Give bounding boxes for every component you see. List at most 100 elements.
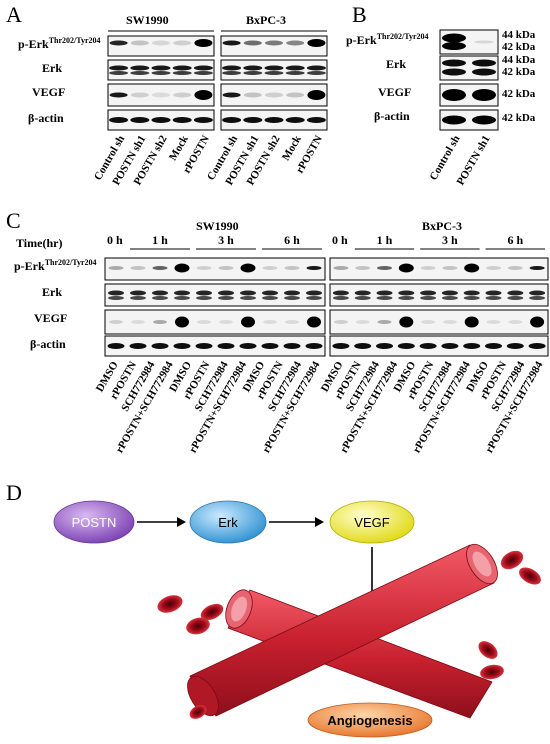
- bactin-band: [283, 343, 301, 349]
- perk-band: [507, 266, 523, 270]
- panel-c-blots: [104, 257, 549, 357]
- erk-band: [174, 296, 190, 300]
- perk-band: [284, 266, 300, 270]
- vegf-band: [197, 320, 211, 324]
- erk-band: [243, 71, 263, 75]
- erk-band: [463, 290, 480, 296]
- bactin-band: [151, 117, 171, 123]
- perk-band: [130, 266, 146, 270]
- panel-a-blot-vegf-group1: [107, 83, 215, 107]
- panel-b-blot-bactin: [439, 109, 499, 131]
- panel-b-size-perk-44: 44 kDa: [502, 29, 536, 41]
- panel-b-size-vegf: 42 kDa: [502, 88, 536, 100]
- erk-band: [472, 59, 496, 67]
- panel-a-cellline-bxpc3: BxPC-3: [246, 13, 286, 27]
- erk-band: [354, 296, 371, 300]
- bactin-band: [397, 343, 415, 349]
- bactin-band: [239, 343, 257, 349]
- perk-band: [265, 40, 283, 46]
- perk-band: [420, 266, 436, 270]
- erk-band: [193, 71, 213, 75]
- vegf-band: [265, 92, 283, 98]
- panel-a-cellline-sw1990: SW1990: [126, 13, 169, 27]
- bactin-band: [195, 343, 213, 349]
- perk-band: [307, 39, 326, 47]
- panel-b-size-erk-42: 42 kDa: [502, 66, 536, 78]
- bactin-band: [264, 117, 284, 123]
- vegf-band: [307, 90, 326, 100]
- erk-band: [306, 71, 326, 75]
- perk-band: [218, 266, 234, 270]
- vessel-tube-back: [225, 589, 493, 719]
- panel-c-blot-vegf-group1: [104, 309, 326, 335]
- vegf-band: [222, 92, 241, 98]
- red-blood-cells: [157, 550, 541, 719]
- erk-band: [151, 65, 171, 71]
- erk-band: [284, 296, 300, 300]
- erk-band: [472, 68, 496, 76]
- panel-c-time-1-3: 6 h: [284, 233, 300, 247]
- erk-band: [130, 296, 146, 300]
- vegf-band: [307, 316, 321, 328]
- perk-band: [152, 40, 170, 46]
- perk-band: [222, 40, 241, 46]
- erk-band: [507, 290, 524, 296]
- vegf-band: [152, 92, 170, 98]
- panel-a-row-labels: p-ErkThr202/Tyr204 Erk VEGF β-actin: [18, 36, 101, 125]
- erk-band: [463, 296, 480, 300]
- bactin-band: [419, 343, 437, 349]
- panel-c-row-vegf: VEGF: [34, 311, 67, 325]
- erk-band: [222, 71, 242, 75]
- perk-band: [240, 263, 256, 273]
- erk-band: [218, 290, 234, 296]
- perk-band: [486, 266, 501, 270]
- bactin-band: [472, 115, 496, 125]
- vegf-band: [109, 92, 128, 98]
- vegf-band: [175, 316, 189, 328]
- postn-node: [53, 500, 135, 544]
- erk-band: [376, 290, 393, 296]
- erk-band: [507, 296, 524, 300]
- panel-b-blots: [439, 29, 499, 131]
- angiogenesis-node-label: Angiogenesis: [327, 713, 412, 728]
- erk-band: [398, 296, 415, 300]
- bactin-band: [485, 343, 502, 349]
- erk-band: [442, 59, 466, 67]
- erk-band: [332, 290, 349, 296]
- bactin-band: [441, 343, 459, 349]
- panel-c-time-2-0: 0 h: [332, 233, 348, 247]
- bactin-band: [222, 117, 242, 123]
- panel-c-cellline-sw1990: SW1990: [196, 219, 239, 233]
- erk-band: [152, 290, 168, 296]
- vegf-band: [399, 316, 414, 328]
- vegf-band: [530, 316, 545, 328]
- panel-c-blot-erk-group1: [104, 283, 326, 307]
- perk-band: [355, 266, 371, 270]
- erk-band: [285, 65, 305, 71]
- perk-band: [152, 266, 168, 270]
- erk-band: [196, 290, 212, 296]
- erk-band: [130, 71, 150, 75]
- panel-label-d: D: [6, 480, 22, 505]
- vegf-band: [243, 92, 262, 98]
- erk-band: [354, 290, 371, 296]
- bactin-band: [173, 343, 191, 349]
- erk-band: [442, 68, 466, 76]
- bactin-band: [129, 343, 147, 349]
- erk-band: [529, 296, 546, 300]
- bactin-band: [463, 343, 481, 349]
- bactin-band: [332, 343, 350, 349]
- perk-band: [194, 39, 213, 47]
- erk-band: [109, 71, 129, 75]
- vegf-band: [421, 320, 436, 324]
- vegf-node: [329, 500, 415, 544]
- vegf-band: [508, 320, 523, 324]
- erk-band: [264, 71, 284, 75]
- erk-band: [485, 290, 502, 296]
- erk-band: [529, 290, 546, 296]
- bactin-band: [243, 117, 263, 123]
- vegf-node-label: VEGF: [354, 515, 389, 530]
- panel-c-time-1-0: 0 h: [107, 233, 123, 247]
- panel-c-blot-erk-group2: [329, 283, 549, 307]
